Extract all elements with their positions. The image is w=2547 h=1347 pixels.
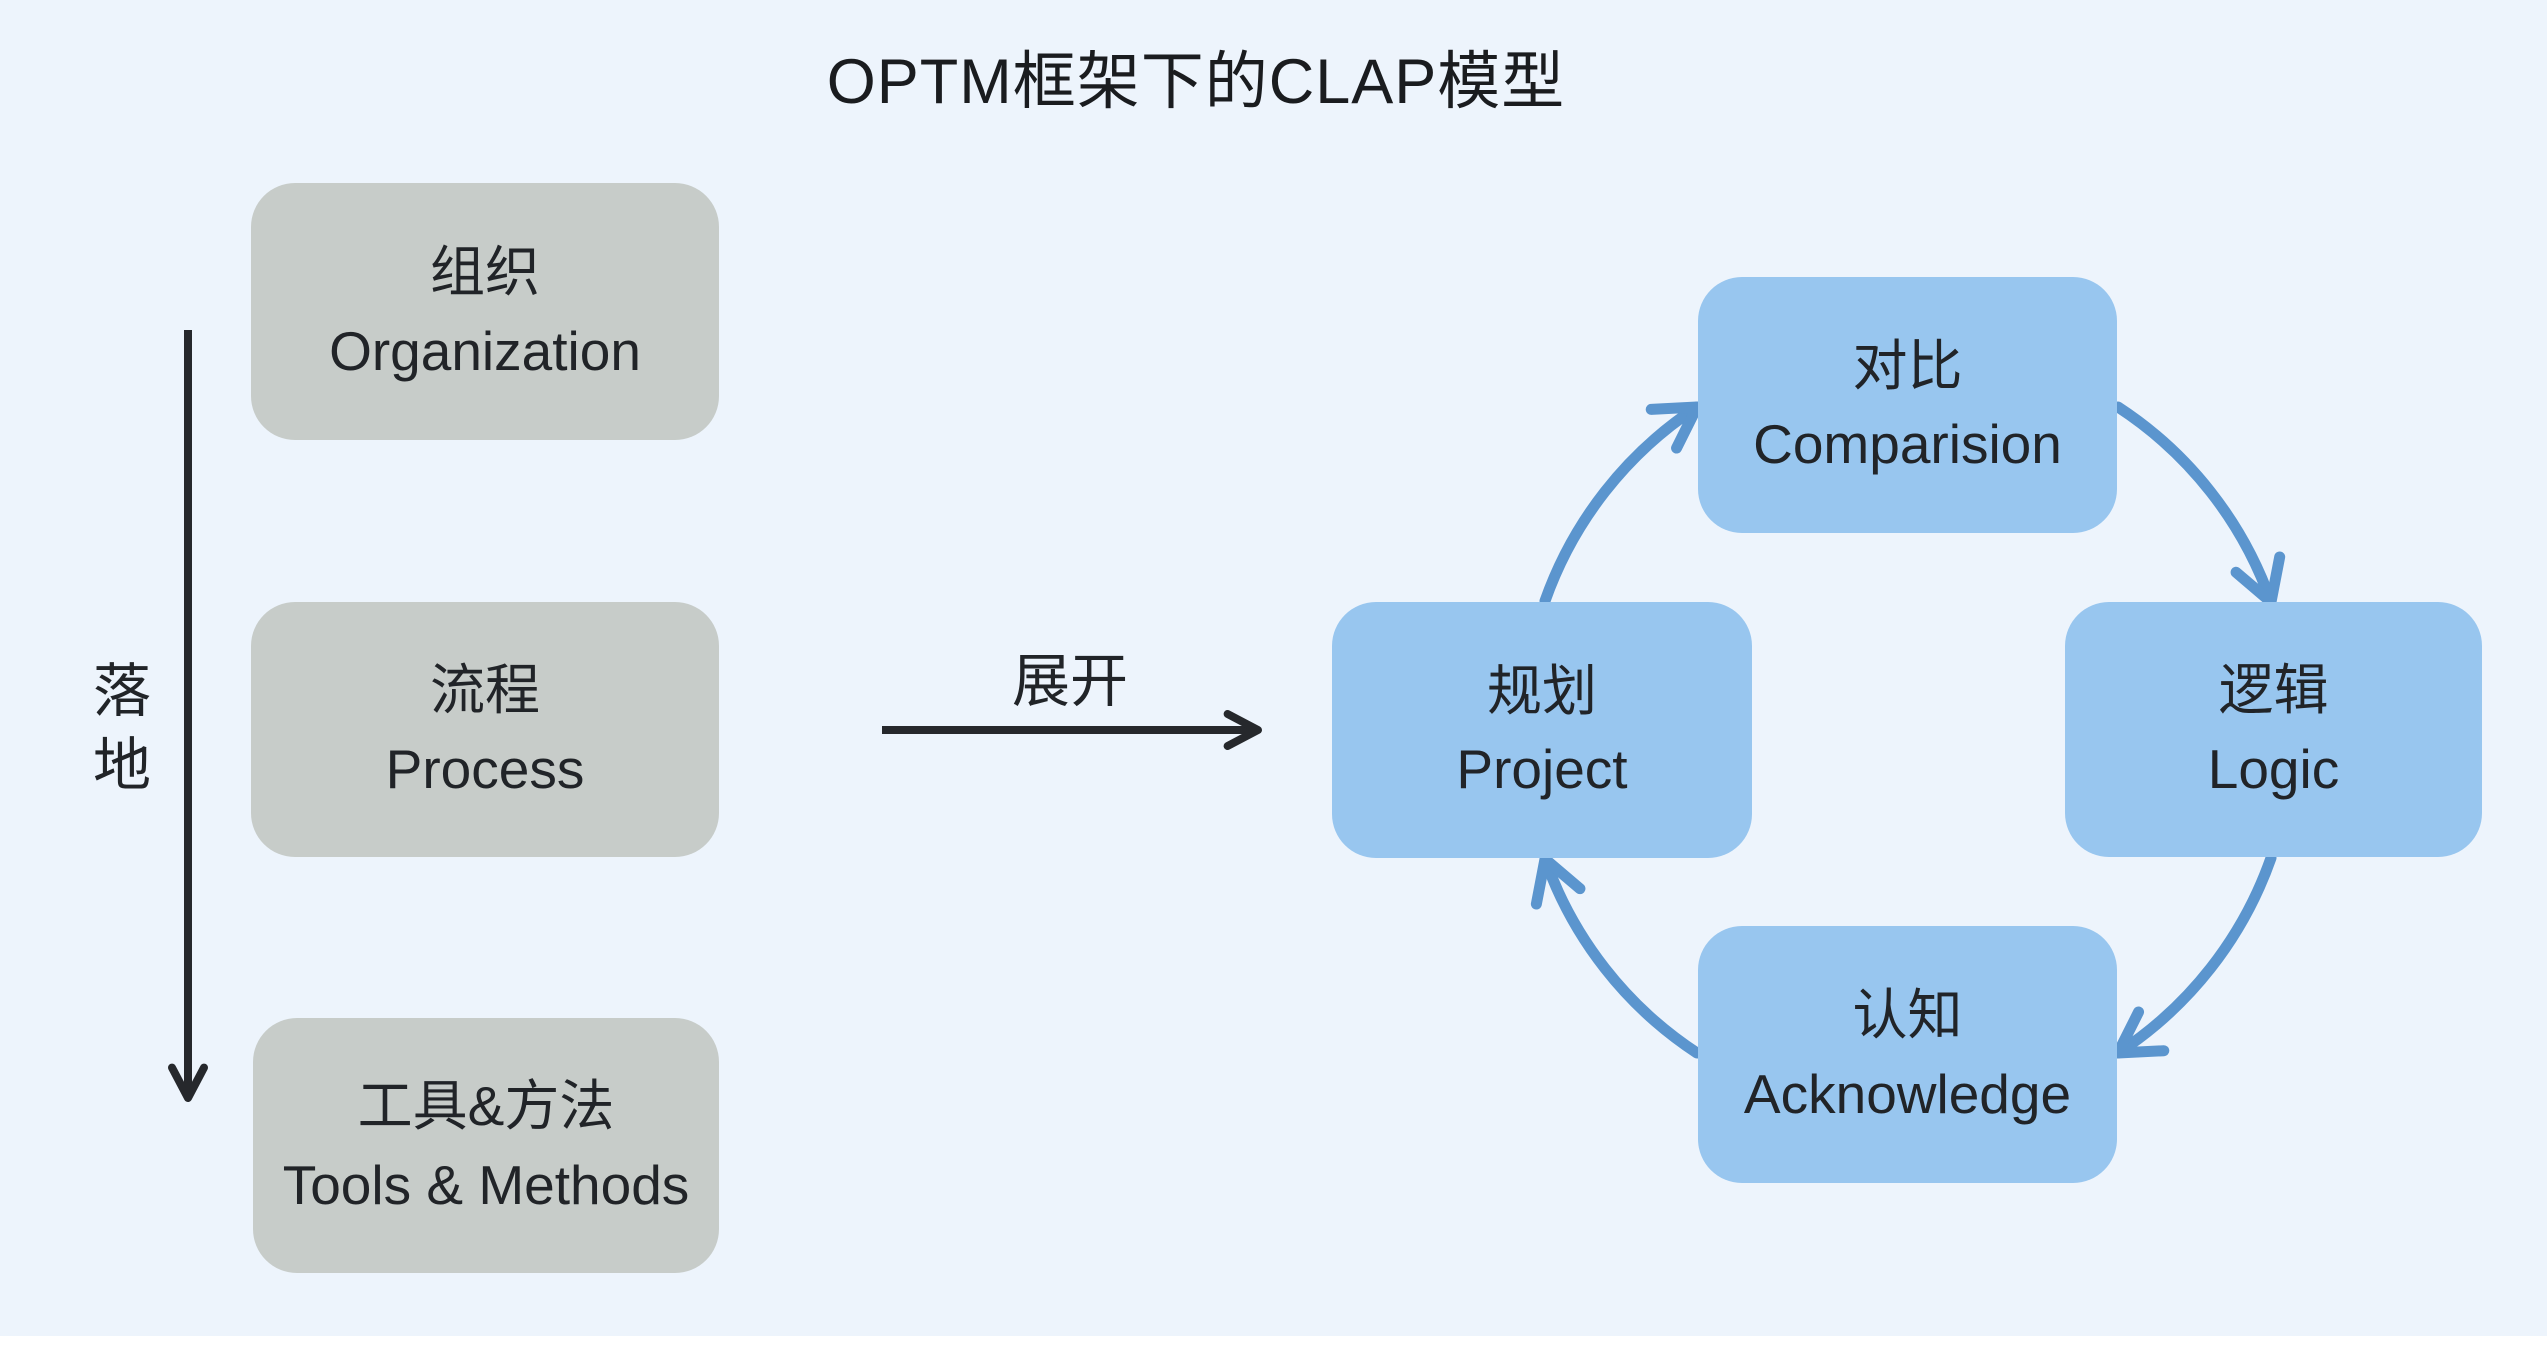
expand-arrow-label: 展开: [1011, 649, 1128, 714]
bottom-strip: [0, 1336, 2547, 1347]
cycle-arc-project-to-comparision: [1539, 401, 1703, 607]
tools-methods-box: 工具&方法 Tools & Methods: [253, 1018, 719, 1273]
cycle-arc-comparision-to-logic: [2112, 401, 2286, 608]
landing-arrow-label: 落地: [84, 660, 149, 808]
logic-box-label-en: Logic: [2207, 737, 2340, 800]
acknowledge-box: 认知 Acknowledge: [1698, 926, 2117, 1183]
comparision-box-label-en: Comparision: [1753, 413, 2062, 475]
acknowledge-box-label-en: Acknowledge: [1743, 1062, 2072, 1125]
tools-methods-box-label-zh: 工具&方法: [357, 1075, 615, 1138]
logic-box-label-zh: 逻辑: [2218, 659, 2329, 722]
process-box-label-en: Process: [385, 737, 585, 800]
logic-box: 逻辑 Logic: [2065, 602, 2482, 857]
comparision-box: 对比 Comparision: [1698, 277, 2117, 533]
page-title: OPTM框架下的CLAP模型: [826, 47, 1566, 117]
project-box-label-zh: 规划: [1486, 659, 1597, 722]
project-box-label-en: Project: [1456, 738, 1628, 800]
process-box: 流程 Process: [251, 602, 719, 857]
project-box: 规划 Project: [1332, 602, 1752, 858]
acknowledge-box-label-zh: 认知: [1852, 984, 1963, 1047]
cycle-arc-acknowledge-to-project: [1530, 853, 1703, 1059]
tools-methods-box-label-en: Tools & Methods: [282, 1153, 690, 1216]
comparision-box-label-zh: 对比: [1852, 334, 1963, 397]
cycle-arc-logic-to-acknowledge: [2112, 852, 2277, 1059]
organization-box-label-zh: 组织: [429, 241, 540, 304]
organization-box-label-en: Organization: [329, 319, 641, 382]
organization-box: 组织 Organization: [251, 183, 719, 440]
process-box-label-zh: 流程: [429, 659, 540, 722]
